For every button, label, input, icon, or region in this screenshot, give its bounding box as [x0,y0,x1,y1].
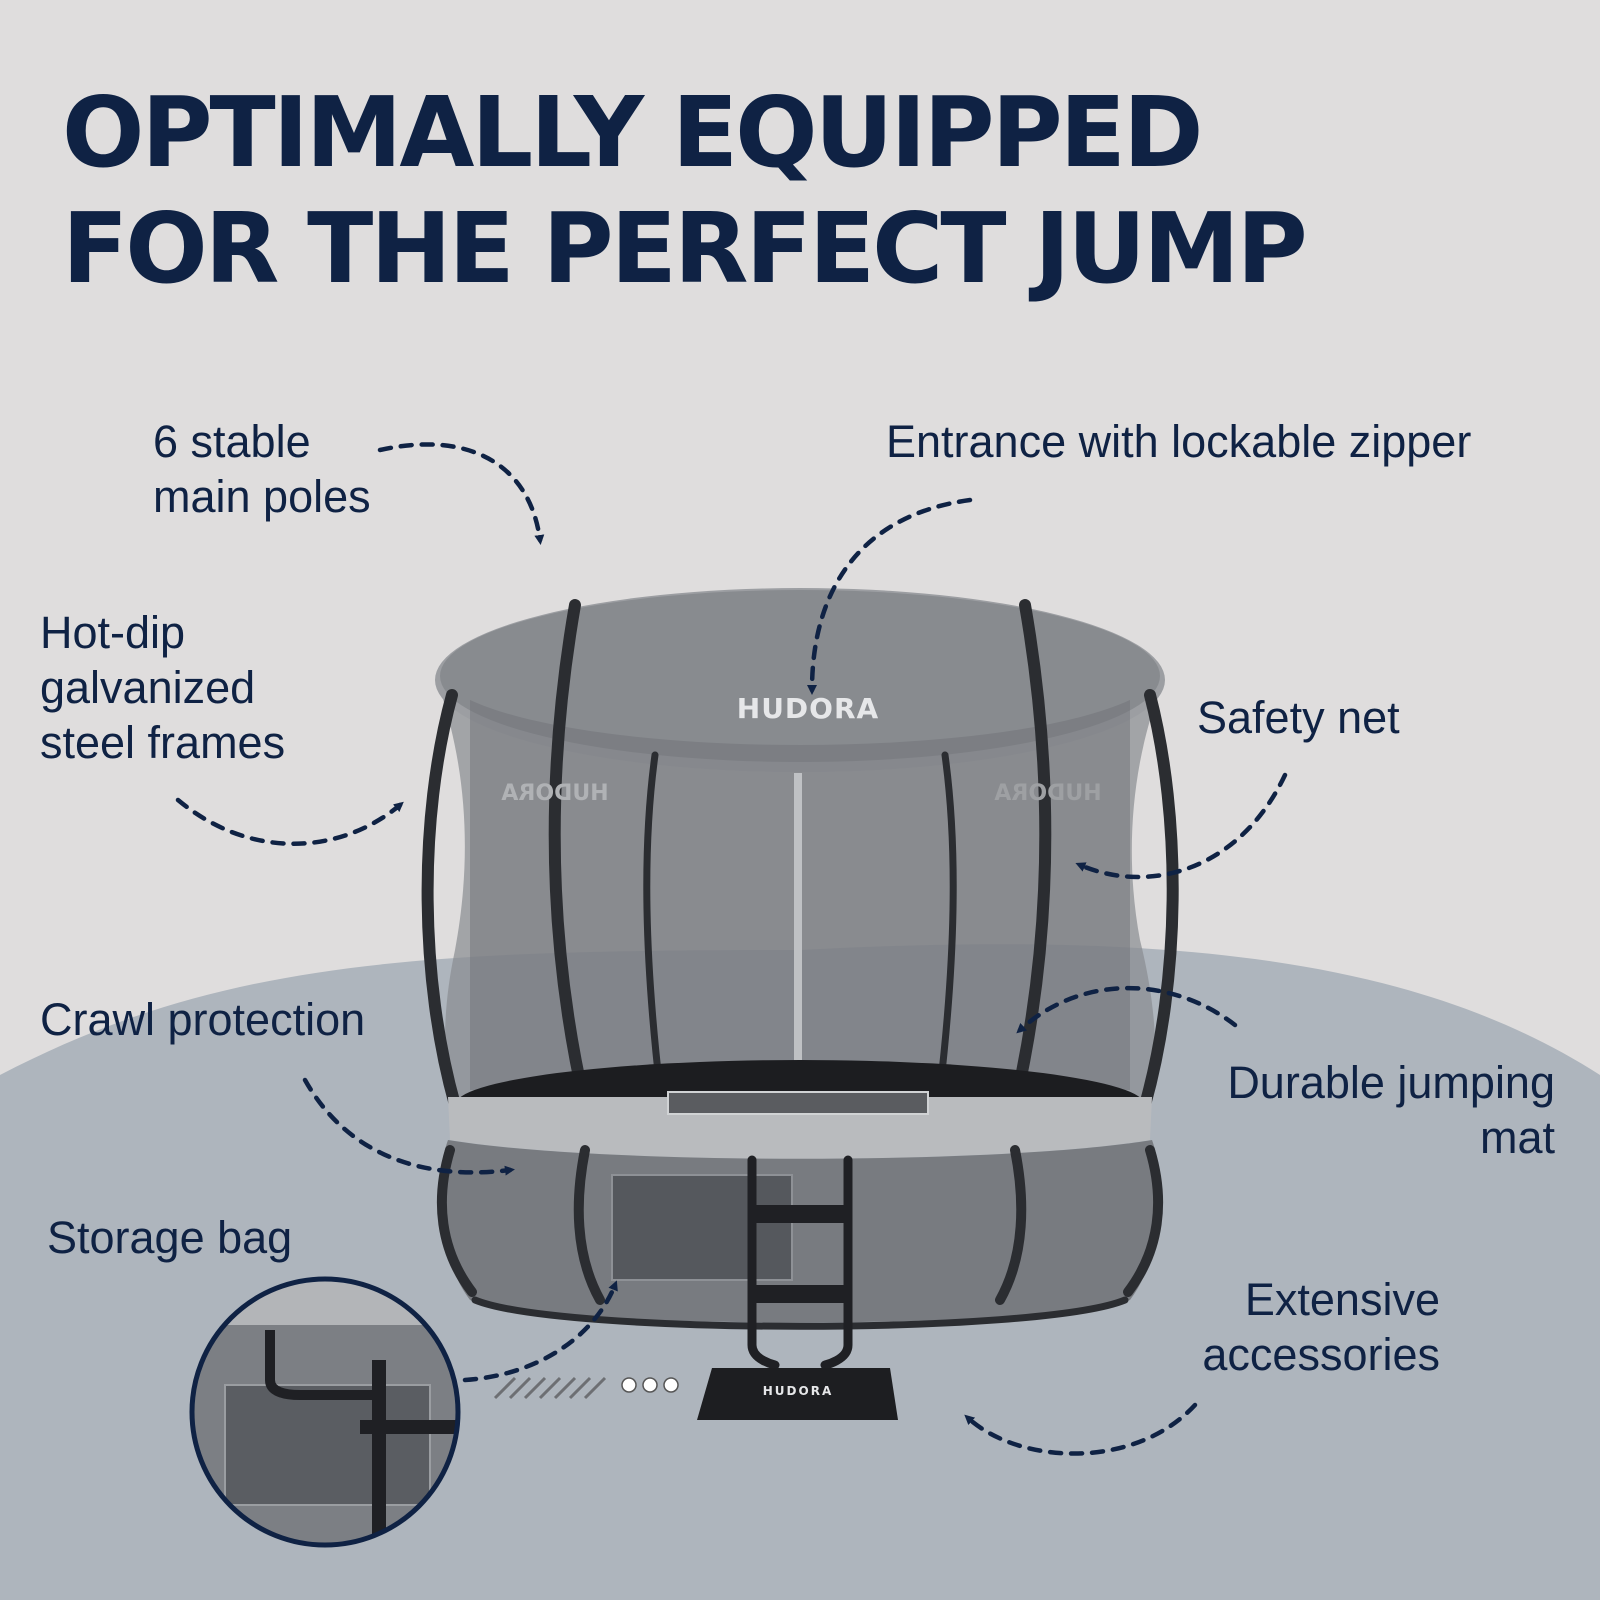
callout-accessories: Extensive accessories [1202,1274,1440,1380]
callout-storage-bag: Storage bag [47,1212,293,1263]
anchor-icon [621,1377,679,1393]
ladder [747,1155,853,1370]
brand-logo-mat: HUDORA [763,1384,833,1398]
brand-logo-left: HUDORA [501,781,608,806]
callout-safety-net: Safety net [1197,692,1400,743]
brand-logo-top: HUDORA [737,692,879,725]
ground-peg-icon [493,1376,607,1400]
dashed-arrow-icon [175,442,1288,1456]
headline-line-1: OPTIMALLY EQUIPPED [62,76,1203,189]
main-poles [421,599,1179,1111]
callout-crawl-protection: Crawl protection [40,994,366,1045]
brand-logo-right: HUDORA [994,781,1101,806]
frame-padding [448,1097,1152,1159]
zipper-line [794,773,802,1103]
callout-jumping-mat: Durable jumping mat [1227,1057,1555,1163]
headline-line-2: FOR THE PERFECT JUMP [62,192,1308,305]
storage-bag-zoom-icon [189,1276,461,1548]
doormat-icon [697,1368,898,1420]
storage-bag-shape [611,1174,793,1281]
callout-entrance: Entrance with lockable zipper [886,416,1472,467]
callout-main-poles: 6 stable main poles [153,416,371,522]
callout-steel-frames: Hot-dip galvanized steel frames [40,607,286,768]
